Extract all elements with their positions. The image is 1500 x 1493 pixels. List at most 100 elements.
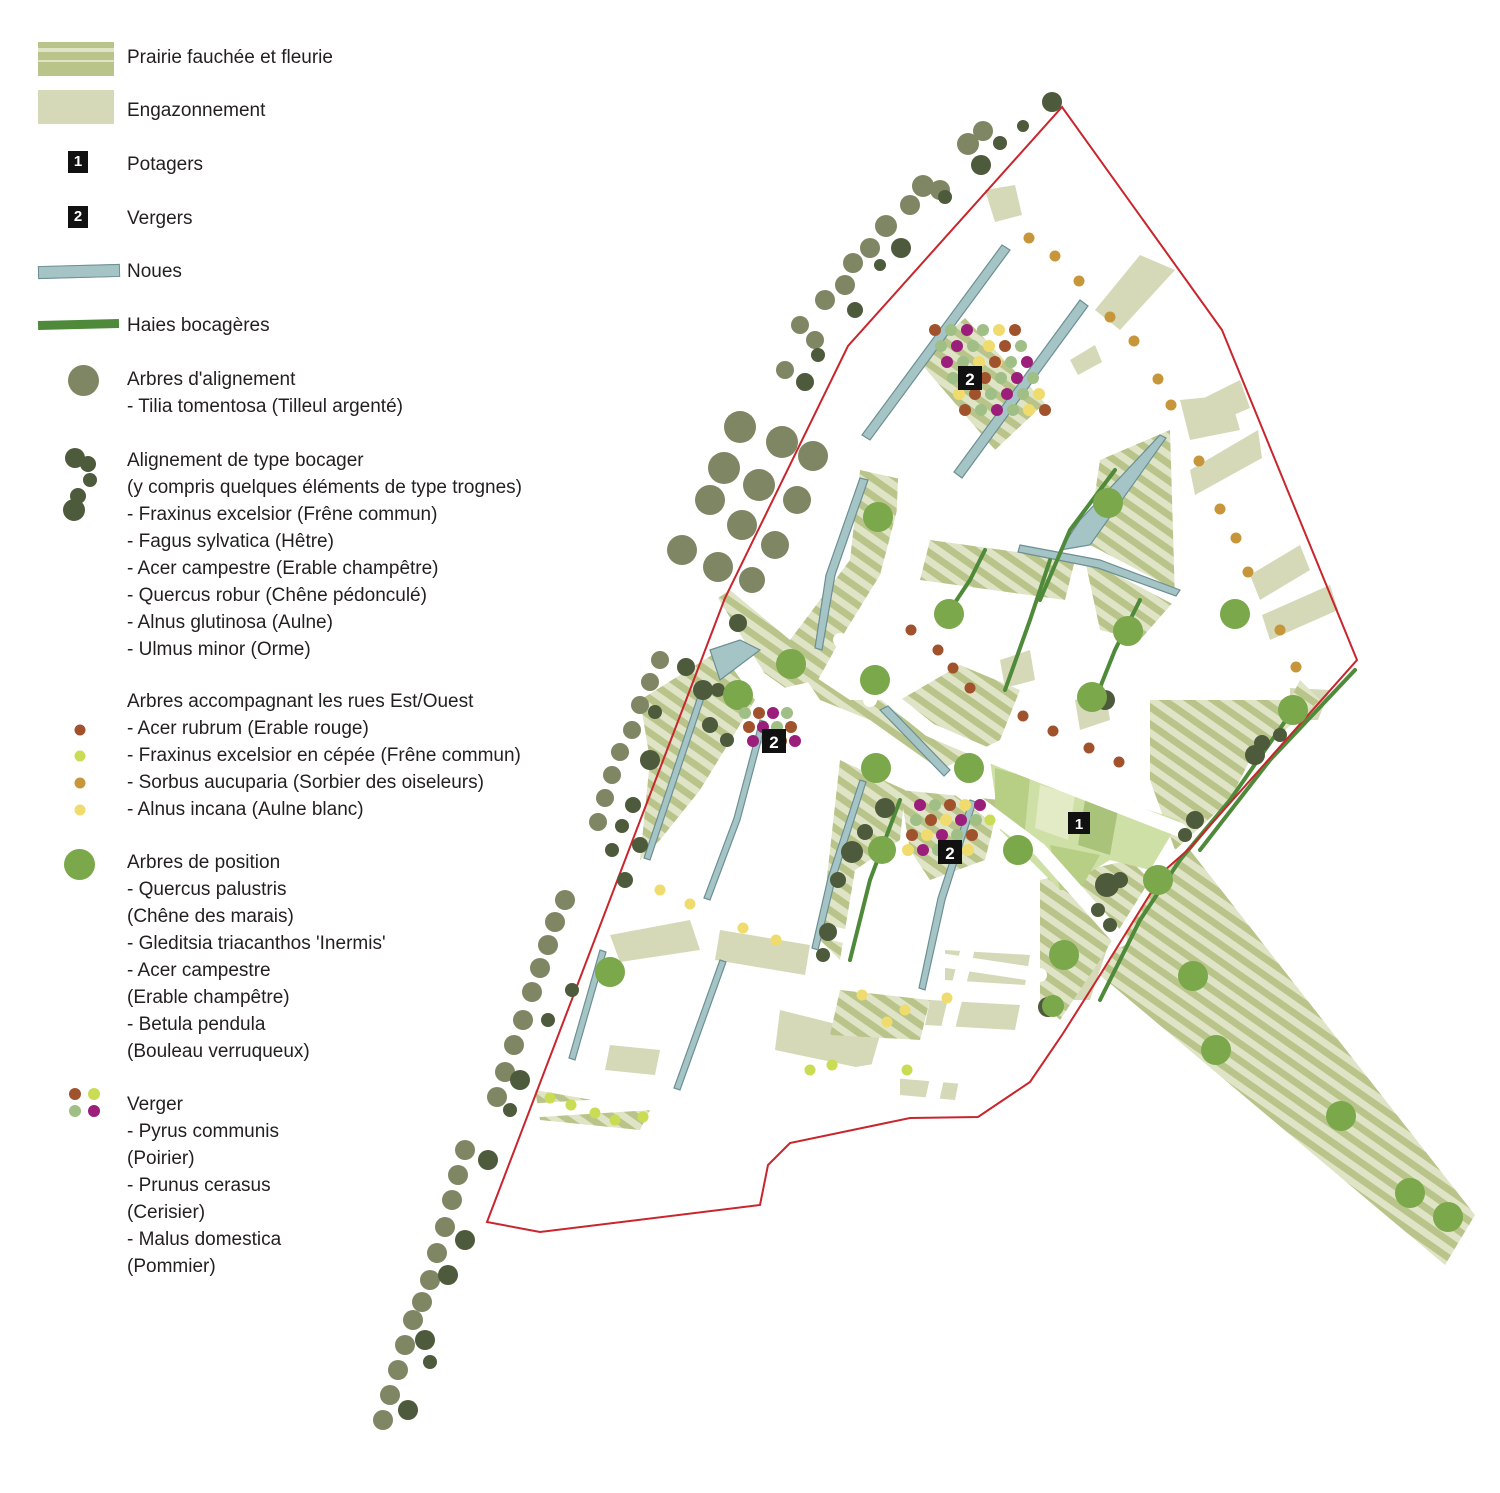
street-tree-sorbus bbox=[1230, 532, 1242, 544]
bocage-tree bbox=[1042, 92, 1062, 112]
orchard-tree bbox=[1001, 388, 1013, 400]
street-tree-sorbus bbox=[1274, 624, 1286, 636]
bocage-tree bbox=[1273, 728, 1287, 742]
position-tree bbox=[1395, 1178, 1425, 1208]
alignment-tree bbox=[727, 510, 757, 540]
street-tree-alnus-incana bbox=[770, 934, 782, 946]
street-tree-sorbus bbox=[1193, 455, 1205, 467]
orchard-tree bbox=[977, 324, 989, 336]
alignment-tree bbox=[403, 1310, 423, 1330]
bocage-tree bbox=[830, 872, 846, 888]
alignment-trees bbox=[373, 121, 993, 1430]
street-tree-sorbus bbox=[1104, 311, 1116, 323]
street-tree-sorbus bbox=[1242, 566, 1254, 578]
orchard-tree bbox=[999, 340, 1011, 352]
street-tree-alnus-incana bbox=[684, 898, 696, 910]
street-tree-alnus-incana bbox=[881, 1016, 893, 1028]
alignment-tree bbox=[957, 133, 979, 155]
bocage-tree bbox=[971, 155, 991, 175]
position-tree bbox=[1113, 616, 1143, 646]
alignment-tree bbox=[442, 1190, 462, 1210]
street-tree-fraxinus-cepee bbox=[637, 1111, 649, 1123]
bocage-tree bbox=[816, 948, 830, 962]
alignment-tree bbox=[743, 469, 775, 501]
number-2-badge: 2 bbox=[68, 206, 88, 228]
bocage-tree bbox=[605, 843, 619, 857]
orchard-tree bbox=[955, 814, 967, 826]
position-tree bbox=[1049, 940, 1079, 970]
alignment-tree bbox=[667, 535, 697, 565]
bocage-tree bbox=[415, 1330, 435, 1350]
orchard-tree bbox=[973, 356, 985, 368]
bocage-tree bbox=[796, 373, 814, 391]
orchard-tree bbox=[1009, 324, 1021, 336]
hedge-swatch bbox=[37, 318, 120, 331]
lawn-swatch bbox=[38, 90, 114, 124]
alignment-tree bbox=[412, 1292, 432, 1312]
street-tree-alnus-incana bbox=[654, 884, 666, 896]
position-tree bbox=[1201, 1035, 1231, 1065]
position-tree bbox=[1326, 1101, 1356, 1131]
legend-potager-label: Potagers bbox=[127, 154, 204, 175]
alignment-tree bbox=[555, 890, 575, 910]
orchard-tree bbox=[951, 829, 963, 841]
position-tree bbox=[863, 502, 893, 532]
orchard-tree bbox=[969, 388, 981, 400]
street-tree-acer-rubrum bbox=[1017, 710, 1029, 722]
bocage-tree bbox=[1186, 811, 1204, 829]
alignment-tree bbox=[522, 982, 542, 1002]
position-tree bbox=[860, 665, 890, 695]
bocage-tree bbox=[478, 1150, 498, 1170]
legend-alignment-label: Arbres d'alignement - Tilia tomentosa (T… bbox=[127, 369, 403, 417]
legend-lawn-label: Engazonnement bbox=[127, 100, 266, 121]
orchard-tree bbox=[739, 707, 751, 719]
alignment-tree bbox=[860, 238, 880, 258]
verger-badge-west: 2 bbox=[762, 729, 786, 753]
bocage-tree bbox=[503, 1103, 517, 1117]
orchard-tree bbox=[951, 340, 963, 352]
bocage-tree bbox=[617, 872, 633, 888]
street-tree-fraxinus-cepee bbox=[804, 1064, 816, 1076]
orchard-tree bbox=[967, 340, 979, 352]
alignment-tree bbox=[843, 253, 863, 273]
noue-swatch bbox=[37, 263, 121, 280]
bocage-tree bbox=[711, 683, 725, 697]
bocage-tree bbox=[455, 1230, 475, 1250]
alignment-tree bbox=[545, 912, 565, 932]
position-tree bbox=[861, 753, 891, 783]
orchard-tree bbox=[940, 814, 952, 826]
orchard-tree bbox=[1039, 404, 1051, 416]
bocage-tree bbox=[438, 1265, 458, 1285]
bocage-tree bbox=[938, 190, 952, 204]
street-trees bbox=[544, 232, 1302, 1126]
position-tree bbox=[1003, 835, 1033, 865]
alignment-tree bbox=[791, 316, 809, 334]
legend-position-label: Arbres de position - Quercus palustris (… bbox=[127, 852, 386, 1062]
alignment-tree bbox=[596, 789, 614, 807]
street-tree-alnus-incana bbox=[899, 1004, 911, 1016]
street-tree-acer-rubrum bbox=[932, 644, 944, 656]
bocage-tree bbox=[729, 614, 747, 632]
alignment-tree bbox=[900, 195, 920, 215]
street-tree-acer-rubrum bbox=[964, 682, 976, 694]
bocage-tree bbox=[811, 348, 825, 362]
bocage-tree bbox=[1254, 735, 1270, 751]
orchard-tree bbox=[1007, 404, 1019, 416]
bocage-tree bbox=[857, 824, 873, 840]
bocage-tree bbox=[874, 259, 886, 271]
alignment-tree bbox=[380, 1385, 400, 1405]
meadow-swatch bbox=[38, 42, 114, 76]
position-tree bbox=[1143, 865, 1173, 895]
street-tree-acer-rubrum bbox=[1047, 725, 1059, 737]
orchard-tree bbox=[1005, 356, 1017, 368]
alignment-tree bbox=[448, 1165, 468, 1185]
orchard-tree bbox=[935, 340, 947, 352]
street-tree-sorbus bbox=[1023, 232, 1035, 244]
alignment-tree bbox=[783, 486, 811, 514]
position-tree bbox=[1178, 961, 1208, 991]
bocage-tree bbox=[720, 733, 734, 747]
bocage-tree bbox=[891, 238, 911, 258]
alignment-tree bbox=[806, 331, 824, 349]
orchard-tree bbox=[917, 844, 929, 856]
bocage-tree bbox=[1091, 903, 1105, 917]
